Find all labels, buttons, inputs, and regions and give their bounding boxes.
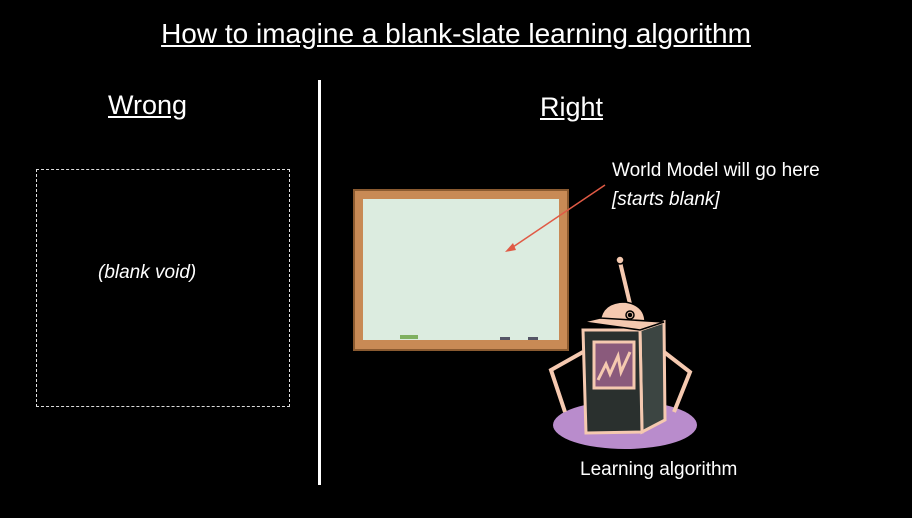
learning-algorithm-label: Learning algorithm [580,459,738,480]
right-heading: Right [540,92,604,122]
world-model-annotation: World Model will go here [612,160,820,181]
robot-icon [548,255,697,449]
starts-blank-annotation: [starts blank] [612,189,720,210]
wrong-heading: Wrong [108,90,188,120]
blank-void-label: (blank void) [98,262,197,283]
slide-title: How to imagine a blank-slate learning al… [161,18,751,49]
blank-void-box [36,169,290,407]
chalkboard-icon [353,189,569,351]
divider [318,80,321,485]
arrow-icon [505,184,606,252]
